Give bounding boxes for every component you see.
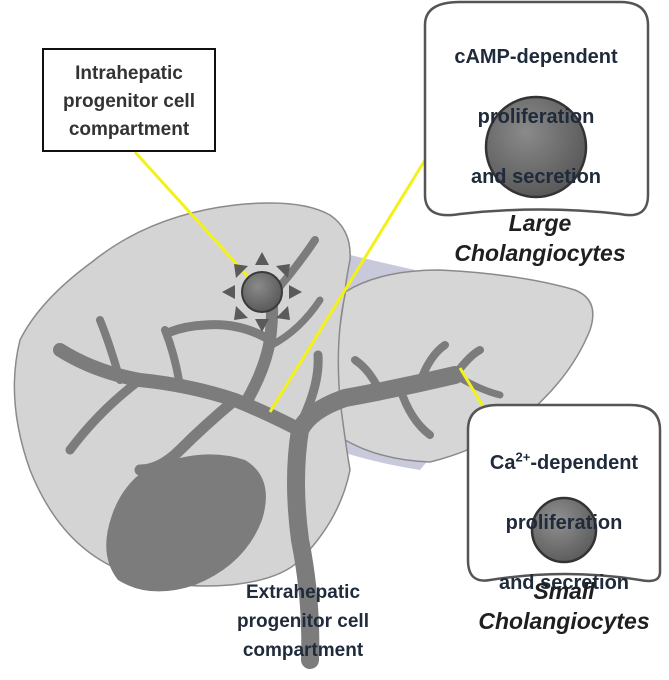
large-cell-line1: cAMP-dependent [454,46,618,68]
pointer-line-large [268,159,427,413]
gallbladder [106,454,266,592]
large-cell-line3: and secretion [470,166,602,188]
large-cholangiocytes-caption: Large Cholangiocytes [454,210,626,266]
small-cell-line1: Ca2+-dependent [489,449,639,474]
large-cholangiocyte-nucleus [484,95,588,199]
small-cholangiocyte-cell [466,403,662,583]
small-cell-description: Ca2+-dependent proliferation and secreti… [470,412,658,598]
bile-duct-tree [53,236,504,669]
intrahepatic-label: Intrahepatic progenitor cell compartment [63,63,195,140]
intrahepatic-niche [222,252,302,332]
extrahepatic-label: Extrahepatic progenitor cell compartment [237,582,369,661]
large-cell-description: cAMP-dependent proliferation and secreti… [430,12,642,192]
small-cholangiocyte-nucleus [530,496,598,564]
small-cholangiocytes-caption: Small Cholangiocytes [478,578,650,634]
large-cell-line2: proliferation [477,106,595,128]
intrahepatic-label-box: Intrahepatic progenitor cell compartment [42,48,216,152]
small-cell-line2: proliferation [505,511,623,534]
small-cell-line3: and secretion [498,571,630,594]
